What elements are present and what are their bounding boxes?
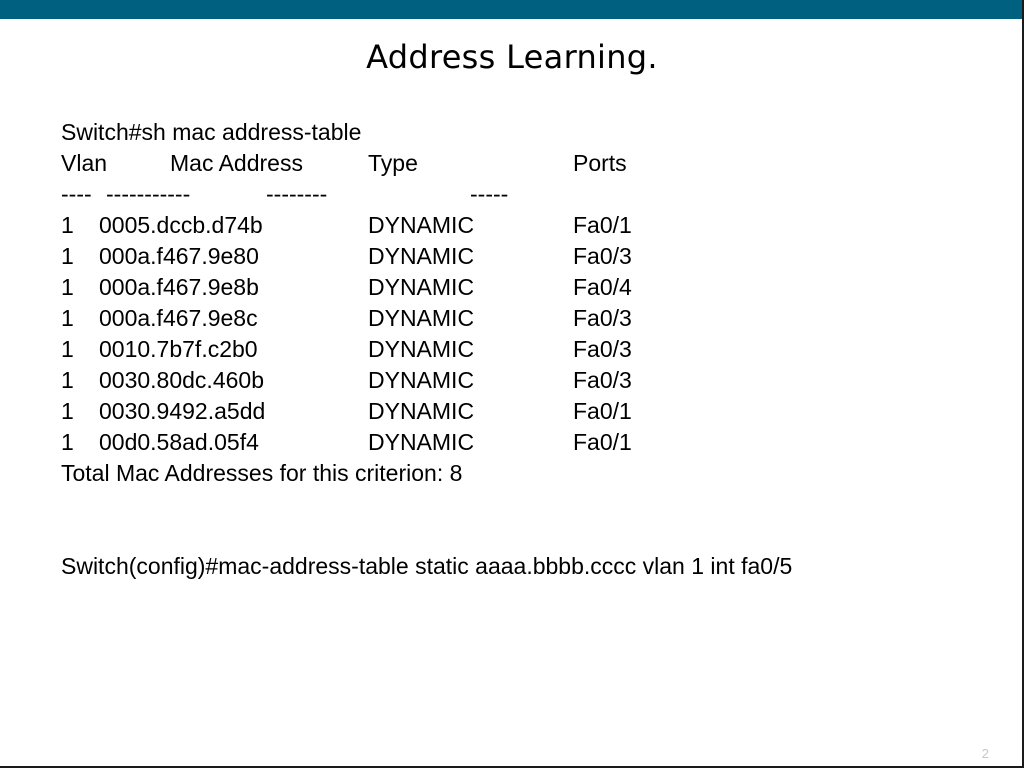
- row-vlan: 1: [61, 212, 74, 238]
- separator-mac: -----------: [106, 181, 191, 207]
- row-mac: 000a.f467.9e80: [99, 243, 259, 269]
- row-type: DYNAMIC: [368, 243, 475, 269]
- row-mac: 000a.f467.9e8b: [99, 274, 259, 300]
- separator-vlan: ----: [61, 181, 92, 207]
- row-mac: 000a.f467.9e8c: [99, 305, 258, 331]
- row-type: DYNAMIC: [368, 398, 475, 424]
- config-command: Switch(config)#mac-address-table static …: [61, 553, 793, 579]
- row-port: Fa0/1: [573, 212, 632, 238]
- row-vlan: 1: [61, 243, 74, 269]
- row-type: DYNAMIC: [368, 336, 475, 362]
- row-mac: 0005.dccb.d74b: [99, 212, 263, 238]
- row-port: Fa0/1: [573, 429, 632, 455]
- row-mac: 0030.9492.a5dd: [99, 398, 266, 424]
- header-type: Type: [368, 150, 418, 176]
- row-vlan: 1: [61, 274, 74, 300]
- header-bar: [0, 0, 1022, 19]
- row-vlan: 1: [61, 429, 74, 455]
- page-number: 2: [981, 746, 989, 761]
- row-port: Fa0/3: [573, 367, 632, 393]
- slide-title: Address Learning.: [366, 38, 658, 76]
- row-vlan: 1: [61, 398, 74, 424]
- separator-ports: -----: [470, 181, 509, 207]
- row-port: Fa0/3: [573, 305, 632, 331]
- row-mac: 0030.80dc.460b: [99, 367, 264, 393]
- row-mac: 0010.7b7f.c2b0: [99, 336, 258, 362]
- row-port: Fa0/1: [573, 398, 632, 424]
- row-vlan: 1: [61, 367, 74, 393]
- row-type: DYNAMIC: [368, 274, 475, 300]
- row-vlan: 1: [61, 336, 74, 362]
- header-mac-address: Mac Address: [170, 150, 303, 176]
- row-port: Fa0/3: [573, 336, 632, 362]
- row-type: DYNAMIC: [368, 305, 475, 331]
- header-ports: Ports: [573, 150, 627, 176]
- show-command: Switch#sh mac address-table: [61, 119, 362, 145]
- row-vlan: 1: [61, 305, 74, 331]
- row-type: DYNAMIC: [368, 367, 475, 393]
- row-type: DYNAMIC: [368, 212, 475, 238]
- row-port: Fa0/4: [573, 274, 632, 300]
- row-mac: 00d0.58ad.05f4: [99, 429, 259, 455]
- row-type: DYNAMIC: [368, 429, 475, 455]
- total-count-text: Total Mac Addresses for this criterion: …: [61, 460, 463, 486]
- separator-type: --------: [266, 181, 328, 207]
- row-port: Fa0/3: [573, 243, 632, 269]
- header-vlan: Vlan: [61, 150, 108, 176]
